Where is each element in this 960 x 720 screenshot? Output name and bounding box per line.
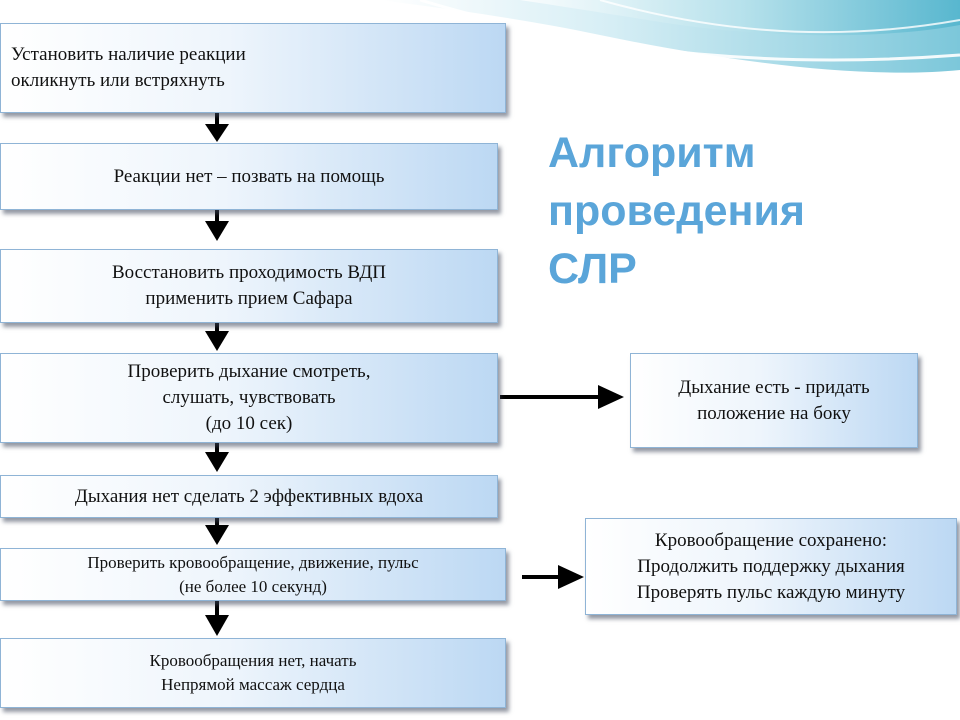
step-open-airway-line2: применить прием Сафара <box>145 288 353 309</box>
branch-circulation-present: Кровообращение сохранено: Продолжить под… <box>585 518 957 615</box>
branch-breathing-present: Дыхание есть - придать положение на боку <box>630 353 918 448</box>
diagram-title-line3: СЛР <box>548 245 637 293</box>
step-open-airway-line1: Восстановить проходимость ВДП <box>111 262 387 283</box>
down-arrow-3 <box>205 323 229 351</box>
step-check-breathing-line3: (до 10 сек) <box>205 413 293 434</box>
step-check-reaction: Установить наличие реакции окликнуть или… <box>0 23 506 113</box>
step-call-help: Реакции нет – позвать на помощь <box>0 143 498 210</box>
step-check-circulation-line2: (не более 10 секунд) <box>179 576 327 596</box>
diagram-title-line2: проведения <box>548 187 805 235</box>
branch-breathing-present-line1: Дыхание есть - придать <box>678 376 870 398</box>
branch-circulation-present-line2: Продолжить поддержку дыхания <box>637 555 905 577</box>
branch-circulation-present-line1: Кровообращение сохранено: <box>654 529 888 551</box>
step-check-breathing-line2: слушать, чувствовать <box>162 387 336 408</box>
down-arrow-2 <box>205 210 229 241</box>
down-arrow-6 <box>205 601 229 636</box>
branch-circulation-present-line3: Проверять пульс каждую минуту <box>636 581 906 603</box>
step-check-breathing-line1: Проверить дыхание смотреть, <box>127 361 371 382</box>
down-arrow-4 <box>205 443 229 472</box>
wave-decoration <box>380 0 960 73</box>
step-chest-compressions-line2: Непрямой массаж сердца <box>161 675 345 694</box>
down-arrow-5 <box>205 518 229 545</box>
step-check-circulation-line1: Проверить кровообращение, движение, пуль… <box>87 552 419 572</box>
diagram-title-line1: Алгоритм <box>548 129 756 177</box>
step-check-circulation: Проверить кровообращение, движение, пуль… <box>0 548 506 601</box>
step-chest-compressions: Кровообращения нет, начать Непрямой масс… <box>0 638 506 708</box>
right-arrow-circulation <box>522 565 584 589</box>
step-check-reaction-line2: окликнуть или встряхнуть <box>11 70 225 91</box>
step-rescue-breaths-line1: Дыхания нет сделать 2 эффективных вдоха <box>74 485 424 507</box>
step-call-help-line1: Реакции нет – позвать на помощь <box>113 165 385 187</box>
diagram-title: Алгоритм проведения СЛР <box>548 124 805 298</box>
step-rescue-breaths: Дыхания нет сделать 2 эффективных вдоха <box>0 475 498 518</box>
right-arrow-breathing <box>500 385 624 409</box>
step-check-breathing: Проверить дыхание смотреть, слушать, чув… <box>0 353 498 443</box>
step-chest-compressions-line1: Кровообращения нет, начать <box>149 651 357 670</box>
step-check-reaction-line1: Установить наличие реакции <box>11 44 246 65</box>
step-open-airway: Восстановить проходимость ВДП применить … <box>0 249 498 323</box>
branch-breathing-present-line2: положение на боку <box>697 402 851 424</box>
